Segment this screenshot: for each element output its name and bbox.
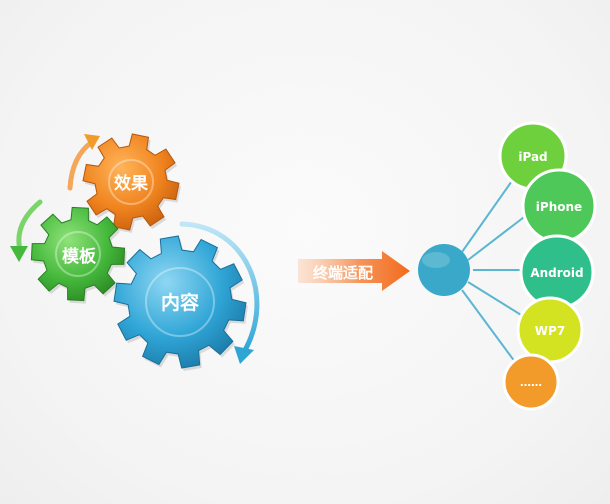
adapt-arrow-shape: [298, 251, 410, 291]
connector-ipad: [461, 177, 515, 253]
hub-shine: [422, 252, 450, 268]
gear-template: [30, 206, 127, 304]
gear-effect-hub-ring: [108, 159, 154, 205]
gear-effect: [82, 133, 181, 233]
device-more: ……: [502, 353, 560, 411]
blue-arrowhead-icon: [234, 346, 254, 364]
device-wp7: WP7: [516, 296, 584, 364]
gear-content-hub-ring: [145, 267, 215, 337]
gear-content: [113, 235, 248, 371]
gear-content-label: 内容: [161, 291, 199, 314]
gear-template-hub-ring: [55, 231, 101, 277]
orange-arrowhead-icon: [84, 134, 100, 150]
adapt-arrow-label: 终端适配: [313, 264, 373, 282]
connector-iphone: [467, 213, 529, 261]
orange-rotation-arrow: [67, 139, 95, 191]
device-wp7-label: WP7: [535, 324, 565, 338]
rotation-arrows: [10, 134, 260, 364]
adapt-arrow: 终端适配: [298, 251, 410, 291]
device-more-circle: [502, 353, 560, 411]
hub-circle: [418, 244, 470, 296]
device-android: Android: [519, 234, 595, 310]
device-ipad-label: iPad: [518, 150, 547, 164]
device-more-label: ……: [520, 376, 542, 389]
blue-rotation-arrow: [179, 221, 260, 355]
device-android-label: Android: [530, 266, 583, 280]
gear-template-label: 模板: [62, 246, 97, 267]
device-iphone-label: iPhone: [536, 200, 582, 214]
connector-wp7: [467, 281, 527, 319]
connector-more: [461, 289, 519, 367]
green-rotation-arrow: [16, 199, 43, 253]
gear-template-body: [30, 206, 126, 302]
device-iphone: iPhone: [521, 168, 597, 244]
gear-effect-body: [82, 133, 180, 231]
gear-effect-label: 效果: [114, 173, 148, 194]
green-arrowhead-icon: [10, 246, 28, 262]
gear-content-body: [113, 235, 247, 369]
connector-lines: [461, 177, 529, 367]
